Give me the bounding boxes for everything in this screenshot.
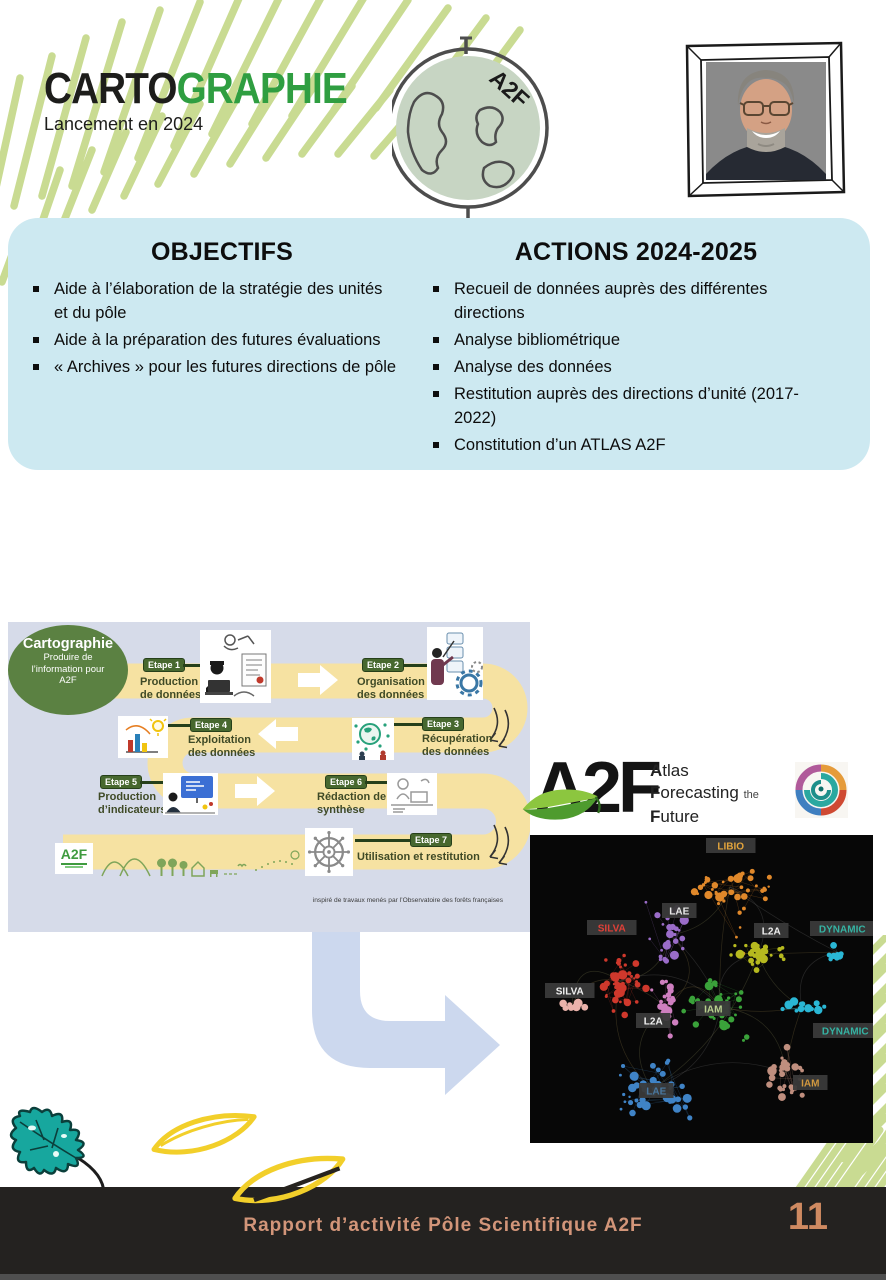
flowchart-circle-line: Produire de: [43, 652, 93, 663]
objectifs-column: OBJECTIFS Aide à l’élaboration de la str…: [22, 234, 422, 470]
globe-icon: A2F: [392, 36, 549, 222]
list-item: Analyse bibliométrique: [422, 328, 832, 352]
svg-text:IAM: IAM: [801, 1079, 819, 1090]
bullet-icon: [33, 364, 39, 370]
step-badge-2: Etape 2: [362, 658, 404, 672]
flowchart-path: [63, 663, 530, 870]
step-badge-5: Etape 5: [100, 775, 142, 789]
footer-bar: Rapport d’activité Pôle Scientifique A2F…: [0, 1187, 886, 1274]
page-number: 11: [787, 1196, 828, 1238]
network-graph-figure: LIBIO LAE SILVA L2A DYNAMIC SILVA L2A IAM DYNAMI…: [530, 835, 878, 1143]
bullet-icon: [433, 337, 439, 343]
step-connector: [140, 781, 163, 784]
list-item: Aide à la préparation des futures évalua…: [22, 328, 400, 352]
list-item: Analyse des données: [422, 355, 832, 379]
step-badge-7: Etape 7: [410, 833, 452, 847]
svg-text:LAE: LAE: [669, 907, 689, 918]
flowchart-circle-line: l’information pour: [31, 663, 105, 675]
step-badge-6: Etape 6: [325, 775, 367, 789]
title-green-part: GRAPHIE: [176, 64, 348, 113]
list-item: Restitution auprès des directions d’unit…: [422, 382, 832, 430]
flowchart-figure: Cartographie Produire de l’information p…: [8, 622, 530, 932]
step-illustration-2: [427, 627, 483, 700]
yellow-leaf-doodle-1: [151, 1113, 257, 1155]
footer-title: Rapport d’activité Pôle Scientifique A2F: [243, 1215, 643, 1236]
bullet-icon: [433, 364, 439, 370]
step-connector: [404, 664, 427, 667]
flowchart-circle-line: A2F: [59, 675, 77, 686]
step-illustration-7: [305, 828, 353, 876]
objectifs-heading: OBJECTIFS: [150, 238, 294, 266]
step-badge-1: Etape 1: [143, 658, 185, 672]
landscape-doodle: [101, 850, 300, 877]
list-item: « Archives » pour les futures directions…: [22, 355, 400, 379]
step-connector: [183, 664, 203, 667]
list-item: Aide à l’élaboration de la stratégie des…: [22, 277, 400, 325]
bullet-icon: [433, 391, 439, 397]
step-label-7: Utilisation et restitution: [357, 851, 480, 863]
title-black-part: CARTO: [44, 64, 177, 113]
a2f-logo-text: Atlas Forecasting the Future: [650, 761, 759, 826]
svg-text:SILVA: SILVA: [556, 987, 584, 998]
actions-list: Recueil de données auprès des différente…: [422, 277, 832, 457]
flow-to-network-arrow: [312, 930, 500, 1095]
bullet-icon: [433, 442, 439, 448]
step-illustration-4: [118, 716, 168, 758]
info-box: OBJECTIFS Aide à l’élaboration de la str…: [8, 218, 870, 470]
list-item: Constitution d’un ATLAS A2F: [422, 433, 832, 457]
svg-text:L2A: L2A: [644, 1017, 663, 1028]
spiral-image: [795, 762, 848, 818]
step-connector: [355, 839, 410, 842]
svg-text:DYNAMIC: DYNAMIC: [819, 925, 866, 936]
step-badge-3: Etape 3: [422, 717, 464, 731]
bullet-icon: [33, 337, 39, 343]
step-illustration-3: [352, 718, 394, 760]
page-subtitle: Lancement en 2024: [44, 114, 204, 134]
step-illustration-1: [200, 630, 271, 703]
svg-text:LIBIO: LIBIO: [717, 842, 744, 853]
step-illustration-6: [387, 773, 437, 815]
svg-text:LAE: LAE: [646, 1087, 666, 1098]
objectifs-list: Aide à l’élaboration de la stratégie des…: [22, 277, 400, 379]
flowchart-mini-logo: A2F: [55, 843, 93, 874]
flowchart-circle-title: Cartographie: [22, 636, 114, 652]
flowchart-caption: inspiré de travaux menés par l’Observato…: [312, 897, 503, 904]
list-item: Recueil de données auprès des différente…: [422, 277, 832, 325]
step-connector: [168, 724, 190, 727]
step-connector: [365, 781, 387, 784]
actions-heading: ACTIONS 2024-2025: [514, 238, 758, 266]
step-badge-4: Etape 4: [190, 718, 232, 732]
actions-column: ACTIONS 2024-2025 Recueil de données aup…: [422, 234, 850, 470]
yellow-leaf-doodle-2: [232, 1155, 346, 1204]
step-illustration-5: [163, 773, 218, 815]
svg-text:DYNAMIC: DYNAMIC: [822, 1027, 869, 1038]
footer-strip: [0, 1274, 886, 1280]
a2f-leaf-icon: [522, 789, 601, 820]
portrait-photo: [685, 41, 846, 198]
bullet-icon: [433, 286, 439, 292]
flowchart-circle: Cartographie Produire de l’information p…: [8, 625, 128, 715]
page-title: CARTOGRAPHIE: [44, 64, 348, 114]
svg-text:L2A: L2A: [762, 927, 781, 938]
svg-text:SILVA: SILVA: [598, 924, 626, 935]
step-connector: [394, 723, 422, 726]
bullet-icon: [33, 286, 39, 292]
svg-text:IAM: IAM: [704, 1005, 722, 1016]
